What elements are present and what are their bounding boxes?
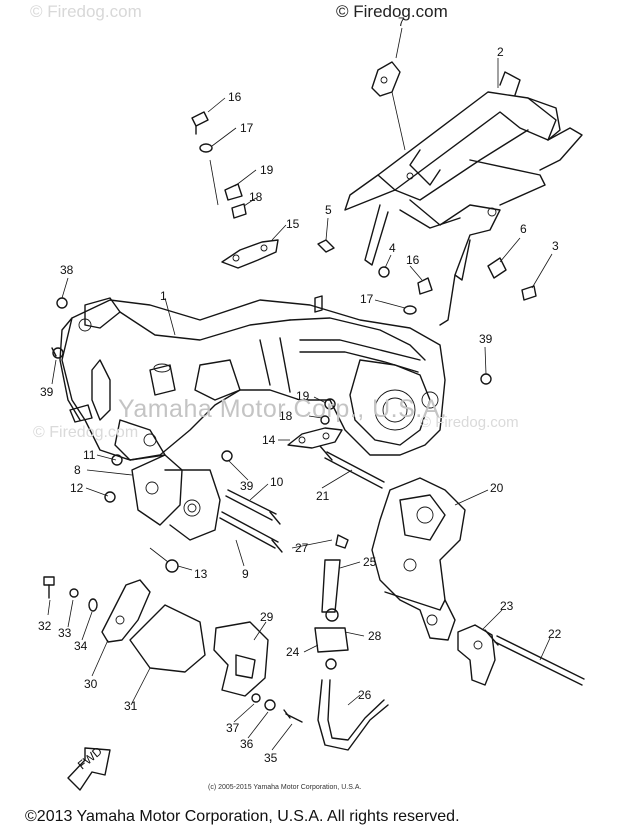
callout-28: 28	[368, 629, 382, 643]
leader-lines	[47, 27, 553, 751]
callout-19: 19	[296, 389, 310, 403]
main-frame	[59, 295, 446, 461]
callout-21: 21	[316, 489, 330, 503]
callout-20: 20	[490, 481, 504, 495]
callout-18: 18	[249, 190, 263, 204]
callout-29: 29	[260, 610, 274, 624]
callout-23: 23	[500, 599, 514, 613]
callout-15: 15	[286, 217, 300, 231]
bracket-7	[371, 61, 406, 151]
bracket-23	[457, 624, 496, 686]
bracket-14	[287, 427, 343, 449]
callout-22: 22	[548, 627, 562, 641]
tube-and-damper	[314, 534, 389, 751]
rear-engine-bracket-20	[371, 477, 466, 641]
callout-numbers: 7 2 16 17 19 18 15 5 4 16 6 3 17 38 1 39…	[38, 15, 562, 765]
callout-17: 17	[240, 121, 254, 135]
watermark-ghost-left: © Firedog.com	[33, 424, 139, 441]
callout-16: 16	[228, 90, 242, 104]
callout-39: 39	[479, 332, 493, 346]
callout-1: 1	[160, 289, 167, 303]
forward-arrow-icon: FWD	[67, 744, 111, 791]
small-bolts	[43, 576, 303, 723]
footer-copyright: ©2013 Yamaha Motor Corporation, U.S.A. A…	[25, 808, 460, 825]
cover-31	[129, 604, 206, 673]
bracket-15	[221, 239, 279, 269]
callout-10: 10	[270, 475, 284, 489]
callout-17: 17	[360, 292, 374, 306]
watermark-ghost-top: © Firedog.com	[30, 2, 142, 21]
rear-subframe	[344, 71, 583, 326]
callout-33: 33	[58, 626, 72, 640]
callout-8: 8	[74, 463, 81, 477]
callout-38: 38	[60, 263, 74, 277]
watermark-center: Yamaha Motor Corp., U.S.A.	[118, 395, 448, 423]
callout-9: 9	[242, 567, 249, 581]
callout-30: 30	[84, 677, 98, 691]
engine-mount-bolts	[219, 445, 585, 686]
callout-16: 16	[406, 253, 420, 267]
callout-3: 3	[552, 239, 559, 253]
callout-6: 6	[520, 222, 527, 236]
callout-36: 36	[240, 737, 254, 751]
callout-5: 5	[325, 203, 332, 217]
callout-35: 35	[264, 751, 278, 765]
front-engine-bracket-8	[104, 454, 221, 573]
callout-25: 25	[363, 555, 377, 569]
cover-29	[213, 621, 269, 697]
cover-30	[101, 579, 151, 643]
callout-18: 18	[279, 409, 293, 423]
callout-26: 26	[358, 688, 372, 702]
callout-19: 19	[260, 163, 274, 177]
callout-37: 37	[226, 721, 240, 735]
callout-27: 27	[295, 541, 309, 555]
callout-11: 11	[83, 448, 96, 462]
callout-7: 7	[398, 15, 405, 29]
small-copyright: (c) 2005-2015 Yamaha Motor Corporation, …	[208, 784, 362, 791]
watermark-top: © Firedog.com	[336, 2, 448, 21]
fwd-label: FWD	[75, 744, 105, 773]
callout-31: 31	[124, 699, 138, 713]
callout-32: 32	[38, 619, 52, 633]
callout-39: 39	[40, 385, 54, 399]
callout-14: 14	[262, 433, 276, 447]
callout-24: 24	[286, 645, 300, 659]
callout-4: 4	[389, 241, 396, 255]
callout-2: 2	[497, 45, 504, 59]
callout-12: 12	[70, 481, 84, 495]
callout-13: 13	[194, 567, 208, 581]
callout-39: 39	[240, 479, 254, 493]
callout-34: 34	[74, 639, 88, 653]
watermark-ghost-right: © Firedog.com	[420, 414, 519, 431]
